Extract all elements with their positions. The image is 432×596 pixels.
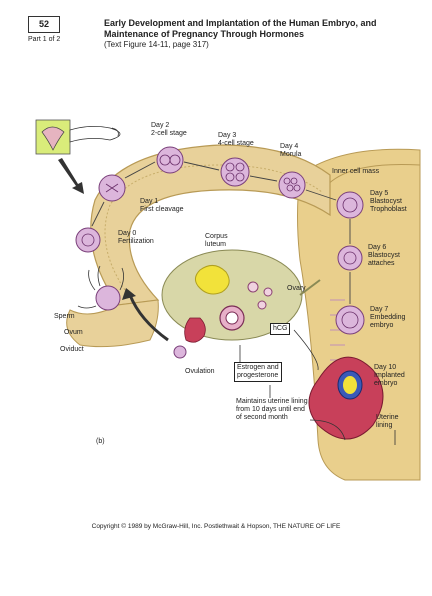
page-title: Early Development and Implantation of th… [104, 18, 377, 39]
cell-fertilized [95, 285, 121, 311]
label-day10: Day 10 [374, 364, 397, 371]
slide-number: 52 [28, 16, 60, 33]
fimbriae [66, 299, 159, 348]
label-day7-stage: Embedding [370, 314, 406, 321]
label-lining: lining [376, 422, 393, 429]
label-maintains-line1: Maintains uterine lining [236, 398, 308, 405]
label-day6: Day 6 [368, 244, 387, 251]
cell-day6 [337, 245, 363, 271]
figure-mark: (b) [96, 438, 105, 445]
label-day5-stage: Blastocyst [370, 198, 402, 205]
label-day6-attaches: attaches [368, 260, 395, 267]
label-sperm: Sperm [54, 313, 75, 320]
label-ovum: Ovum [64, 329, 83, 336]
label-ovary: Ovary [287, 285, 306, 292]
label-day2: Day 2 [151, 122, 170, 129]
label-day2-stage: 2-cell stage [151, 130, 187, 137]
label-inner-cell-mass: Inner cell mass [332, 168, 380, 175]
cell-ovulation [173, 345, 187, 359]
label-oviduct: Oviduct [60, 346, 84, 353]
label-fertilization: Fertilization [118, 238, 154, 245]
label-day10-embryo: embryo [374, 380, 398, 387]
oviduct-tube [90, 144, 331, 306]
label-day1-stage: First cleavage [140, 206, 184, 213]
label-day10-implanted: Implanted [374, 372, 405, 379]
copyright-footer: Copyright © 1989 by McGraw-Hill, Inc. Po… [91, 523, 341, 530]
cell-day0 [75, 227, 101, 253]
label-day3-stage: 4-cell stage [218, 140, 254, 147]
page-subtitle: (Text Figure 14-11, page 317) [104, 40, 209, 49]
label-day4: Day 4 [280, 143, 299, 150]
label-maintains-line3: of second month [236, 414, 288, 421]
label-ovulation: Ovulation [185, 368, 215, 375]
part-indicator: Part 1 of 2 [28, 36, 61, 43]
label-corpus: Corpus [205, 233, 228, 240]
label-estrogen-line1: Estrogen and [237, 364, 279, 371]
uterus-inset-icon [35, 119, 121, 155]
label-day6-stage: Blastocyst [368, 252, 400, 259]
label-day4-stage: Morula [280, 151, 302, 158]
label-luteum: luteum [205, 241, 227, 248]
label-maintains-line2: from 10 days until end [236, 406, 305, 413]
label-estrogen-progesterone: Estrogen and progesterone [234, 362, 282, 382]
label-uterine: Uterine [376, 414, 399, 421]
pointer-arrow [58, 158, 84, 194]
label-estrogen-line2: progesterone [237, 372, 279, 379]
cell-day5 [336, 191, 364, 219]
corpus-luteum [194, 265, 230, 295]
ovary-shape [161, 249, 303, 341]
label-day7-embryo: embryo [370, 322, 394, 329]
label-day1: Day 1 [140, 198, 159, 205]
label-day7: Day 7 [370, 306, 389, 313]
cell-day3 [220, 157, 250, 187]
label-day3: Day 3 [218, 132, 237, 139]
cell-day4 [278, 171, 306, 199]
sperm-icons [77, 265, 124, 309]
label-trophoblast: Trophoblast [370, 206, 407, 213]
ovulation-arrow [128, 294, 169, 342]
label-hcg: hCG [270, 323, 291, 335]
label-day5: Day 5 [370, 190, 389, 197]
label-day0: Day 0 [118, 230, 137, 237]
cell-day7 [335, 305, 365, 335]
